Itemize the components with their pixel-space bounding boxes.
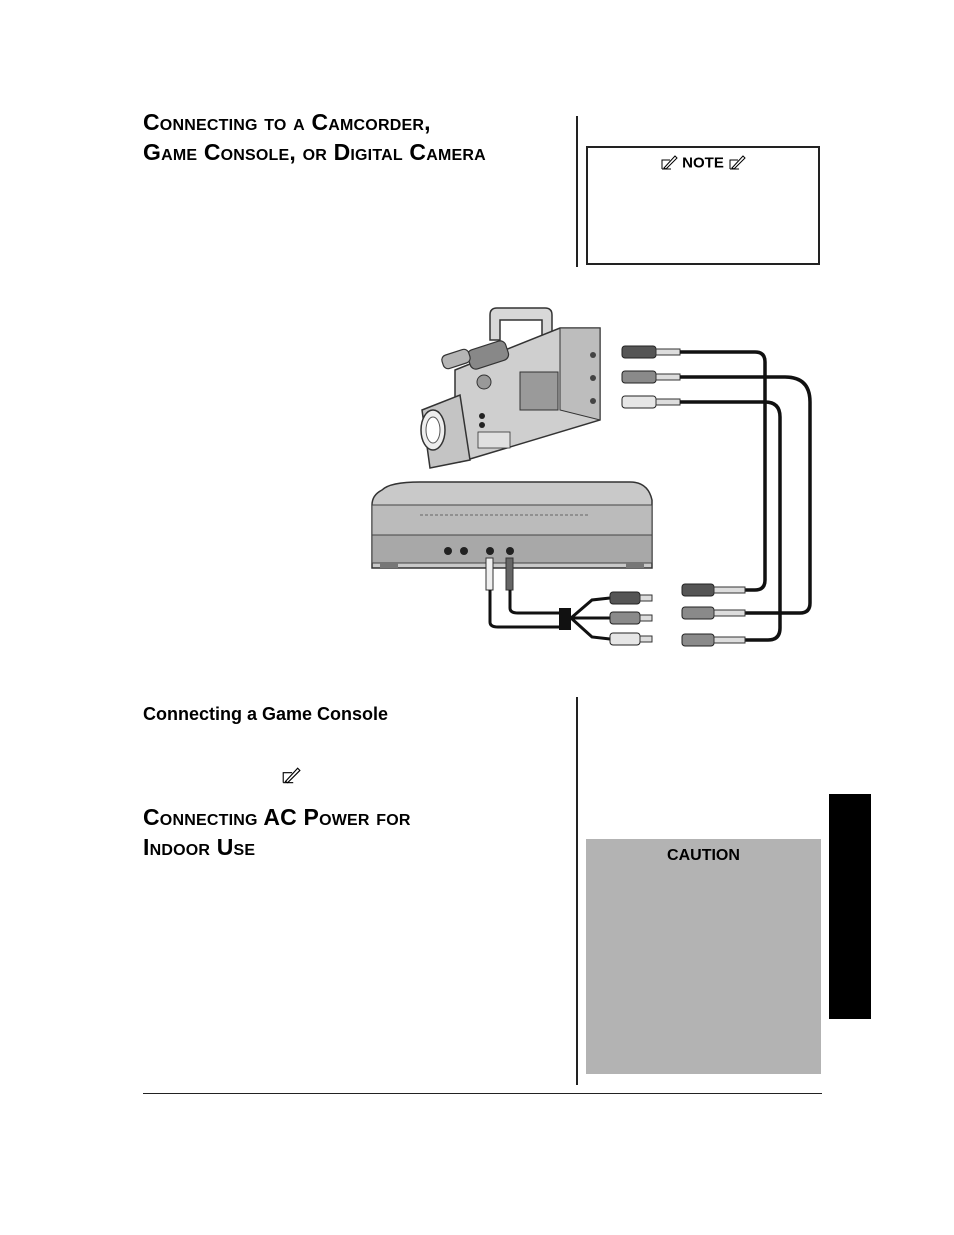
note-title-row: NOTE — [588, 154, 818, 172]
connection-diagram — [371, 307, 812, 647]
heading-line-2: Game Console, or Digital Camera — [143, 139, 486, 165]
column-divider-bottom — [576, 697, 578, 1085]
subheading-game-console: Connecting a Game Console — [143, 704, 389, 724]
av-cables — [680, 350, 812, 642]
section-side-tab — [829, 794, 871, 1019]
caution-title: CAUTION — [667, 847, 740, 864]
section-heading-ac-power: Connecting AC Power for Indoor Use — [143, 802, 573, 862]
heading-line-1: Connecting AC Power for — [143, 804, 411, 830]
note-pencil-icon — [729, 155, 746, 170]
note-box: NOTE — [586, 146, 820, 265]
footer-rule — [143, 1093, 822, 1094]
heading-line-1: Connecting to a Camcorder, — [143, 109, 431, 135]
note-pencil-icon — [661, 155, 678, 170]
note-pencil-icon — [282, 767, 301, 784]
portable-player-illustration — [371, 481, 653, 569]
caution-box: CAUTION — [586, 839, 821, 1074]
section-heading-camcorder: Connecting to a Camcorder, Game Console,… — [143, 107, 573, 167]
note-title: NOTE — [682, 154, 724, 172]
heading-line-2: Indoor Use — [143, 834, 256, 860]
column-divider-top — [576, 116, 578, 267]
camcorder-illustration — [420, 307, 601, 469]
adapter-cable — [485, 557, 746, 647]
camcorder-rca-plugs — [621, 345, 681, 409]
